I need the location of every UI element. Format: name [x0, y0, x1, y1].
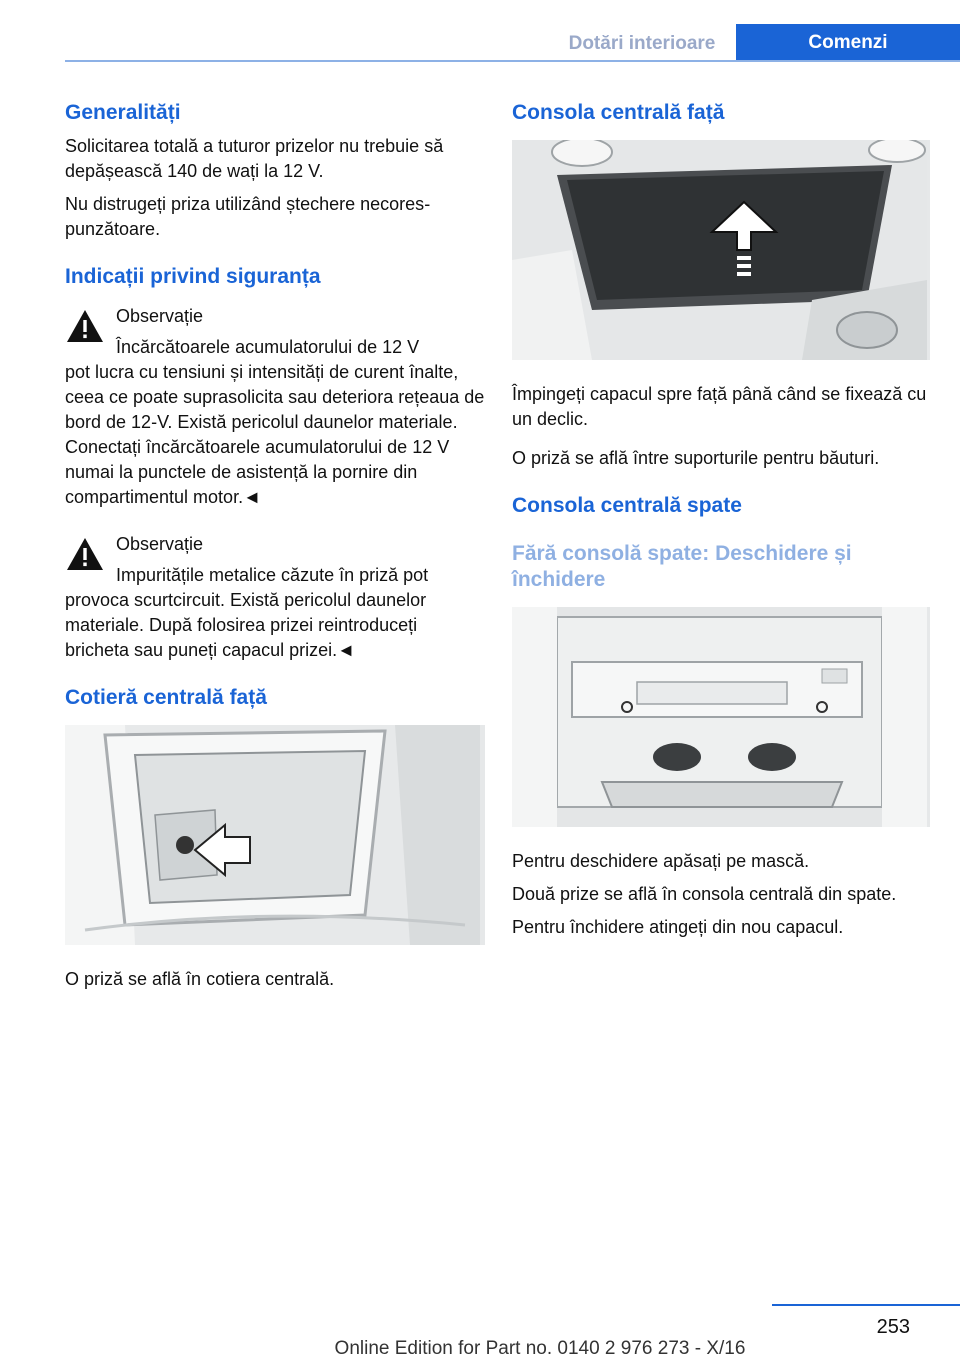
footer-rule: [772, 1304, 960, 1306]
warning-triangle-icon: [67, 310, 103, 342]
armrest-illustration: [65, 725, 485, 945]
page-header: Dotări interioare Comenzi: [65, 0, 960, 62]
warning-1-title: Observație: [116, 306, 204, 326]
warning-1-body: pot lucra cu tensiuni și intensități de …: [65, 362, 485, 507]
heading-general: Generalități: [65, 101, 181, 124]
heading-front-console: Consola centrală față: [512, 101, 725, 124]
left-column: Generalități Solicitarea totală a tuturo…: [65, 100, 485, 992]
paragraph-armrest: O priză se află în cotiera centrală.: [65, 969, 335, 989]
paragraph-general-1: Solicitarea totală a tuturor prizelor nu…: [65, 136, 444, 181]
header-rule: [65, 60, 960, 62]
warning-triangle-icon: [67, 538, 103, 570]
paragraph-rear-3: Pentru închidere atingeți din nou capacu…: [512, 917, 844, 937]
heading-armrest: Cotieră centrală față: [65, 686, 267, 709]
page-number: 253: [876, 1316, 910, 1338]
subheading-rear-console: Fără consolă spate: Deschidere și închid…: [512, 542, 852, 591]
rear-console-illustration: [512, 607, 930, 827]
header-chapter-tab[interactable]: Comenzi: [736, 24, 960, 62]
warning-2-title: Observație: [116, 534, 204, 554]
warning-block-2: Observație Impuritățile metalice căzute …: [65, 532, 485, 663]
warning-1-first-line: Încărcătoarele acumulatorului de 12 V: [116, 337, 420, 357]
footer-edition-text: Online Edition for Part no. 0140 2 976 2…: [334, 1338, 746, 1359]
heading-rear-console: Consola centrală spate: [512, 494, 742, 517]
warning-2-body: provoca scurtcircuit. Există pericolul d…: [65, 590, 427, 660]
paragraph-front-1: Împingeți capacul spre față până când se…: [512, 384, 927, 429]
paragraph-rear-1: Pentru deschidere apăsați pe mască.: [512, 851, 810, 871]
heading-safety: Indicații privind siguranța: [65, 265, 321, 288]
paragraph-front-2: O priză se află între suporturile pentru…: [512, 448, 880, 468]
header-section-tab[interactable]: Dotări interioare: [568, 33, 716, 54]
paragraph-general-2: Nu distrugeți priza utilizând ștechere n…: [65, 194, 431, 239]
right-column: Consola centrală față Împingeți capacul …: [512, 100, 930, 940]
warning-block-1: Observație Încărcătoarele acumulatorului…: [65, 304, 485, 510]
paragraph-rear-2: Două prize se află în consola centrală d…: [512, 884, 897, 904]
front-console-illustration: [512, 140, 930, 360]
warning-2-first-line: Impuritățile metalice căzute în priză po…: [116, 565, 429, 585]
